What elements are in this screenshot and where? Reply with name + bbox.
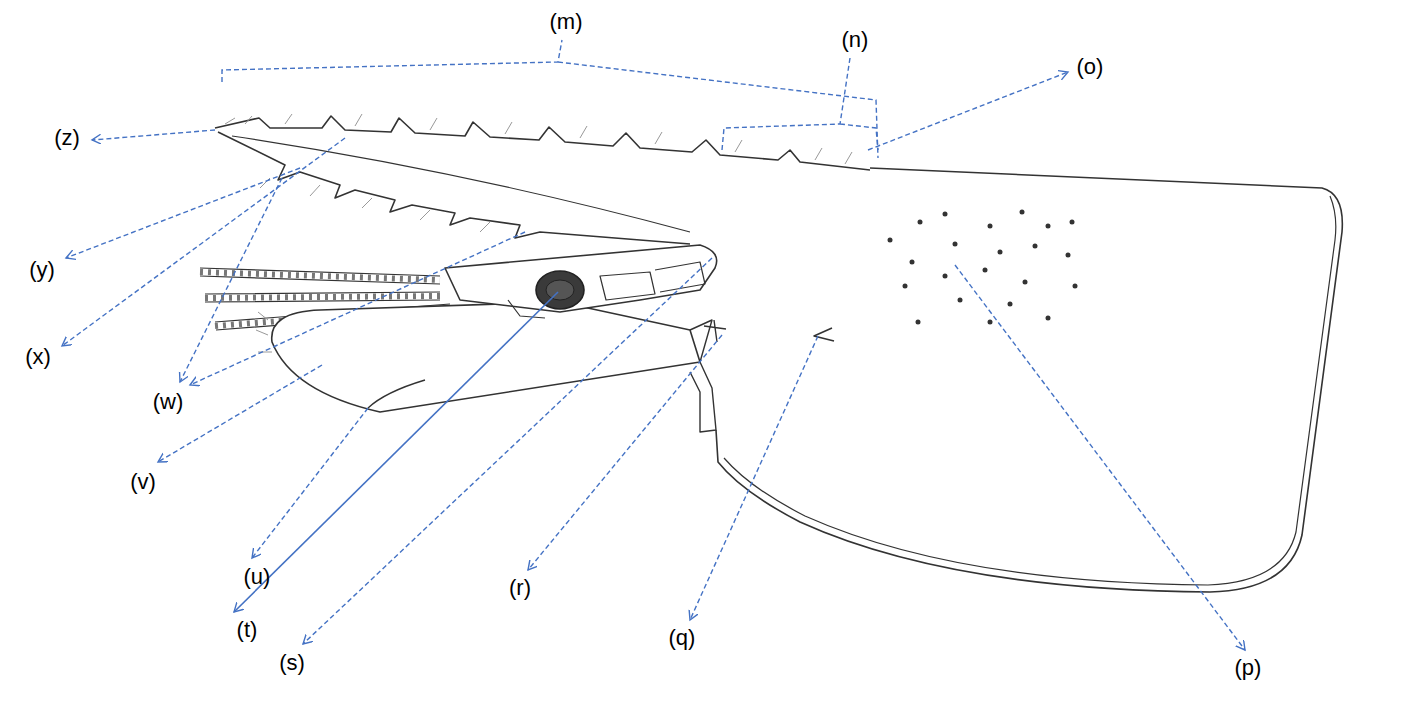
- callout-label: (m): [550, 9, 583, 35]
- leader-line: [180, 178, 282, 382]
- callout-label: (q): [669, 625, 696, 651]
- callout-label: (u): [244, 564, 271, 590]
- antennal-spine: [704, 320, 726, 342]
- callout-label: (y): [29, 257, 55, 283]
- antennule: [205, 292, 440, 302]
- leader-line: [690, 336, 818, 620]
- leader-line: [234, 292, 558, 612]
- leader-line: [303, 258, 712, 644]
- eye-inner: [546, 280, 574, 300]
- leader-line: [66, 168, 300, 258]
- rostrum-setae: [260, 178, 490, 232]
- callout-label: (z): [54, 125, 80, 151]
- callout-label: (n): [842, 27, 869, 53]
- callout-label: (v): [130, 469, 156, 495]
- scale-setae: [256, 312, 272, 352]
- leader-line: [528, 335, 722, 570]
- leader-line: [868, 72, 1068, 150]
- callout-label: (o): [1077, 54, 1104, 80]
- bracket: [222, 40, 878, 158]
- antennal-scale: [272, 302, 700, 412]
- callout-label: (x): [25, 344, 51, 370]
- leader-line: [955, 265, 1245, 650]
- leader-line: [252, 408, 368, 558]
- antennule-segments: [205, 296, 440, 298]
- chromatophore-dots: [888, 210, 1078, 325]
- callout-label: (p): [1235, 655, 1262, 681]
- antennule-segments: [200, 272, 440, 280]
- carapace-inner-line: [724, 196, 1336, 585]
- callout-label: (s): [279, 650, 305, 676]
- callout-label: (t): [237, 617, 258, 643]
- eye-base: [508, 300, 545, 318]
- scale-spine: [368, 380, 425, 408]
- bracket: [722, 58, 878, 150]
- rostrum-lower-edge: [218, 132, 690, 244]
- eye-stalk: [445, 245, 717, 312]
- rostrum-inner-line: [232, 136, 690, 232]
- carapace-outline: [716, 168, 1342, 592]
- callout-label: (r): [509, 575, 531, 601]
- leader-line: [92, 130, 215, 140]
- rostrum-upper-edge: [215, 116, 870, 170]
- shrimp-drawing: [200, 114, 1342, 592]
- eye: [536, 271, 584, 309]
- callout-label: (w): [153, 389, 184, 415]
- frontal-margin: [690, 320, 716, 432]
- rostrum-setae: [225, 114, 852, 164]
- peduncle-segments: [600, 262, 705, 300]
- antennule: [200, 268, 440, 284]
- leader-line: [190, 232, 525, 385]
- leader-line: [62, 138, 345, 346]
- leader-lines: [62, 40, 1245, 650]
